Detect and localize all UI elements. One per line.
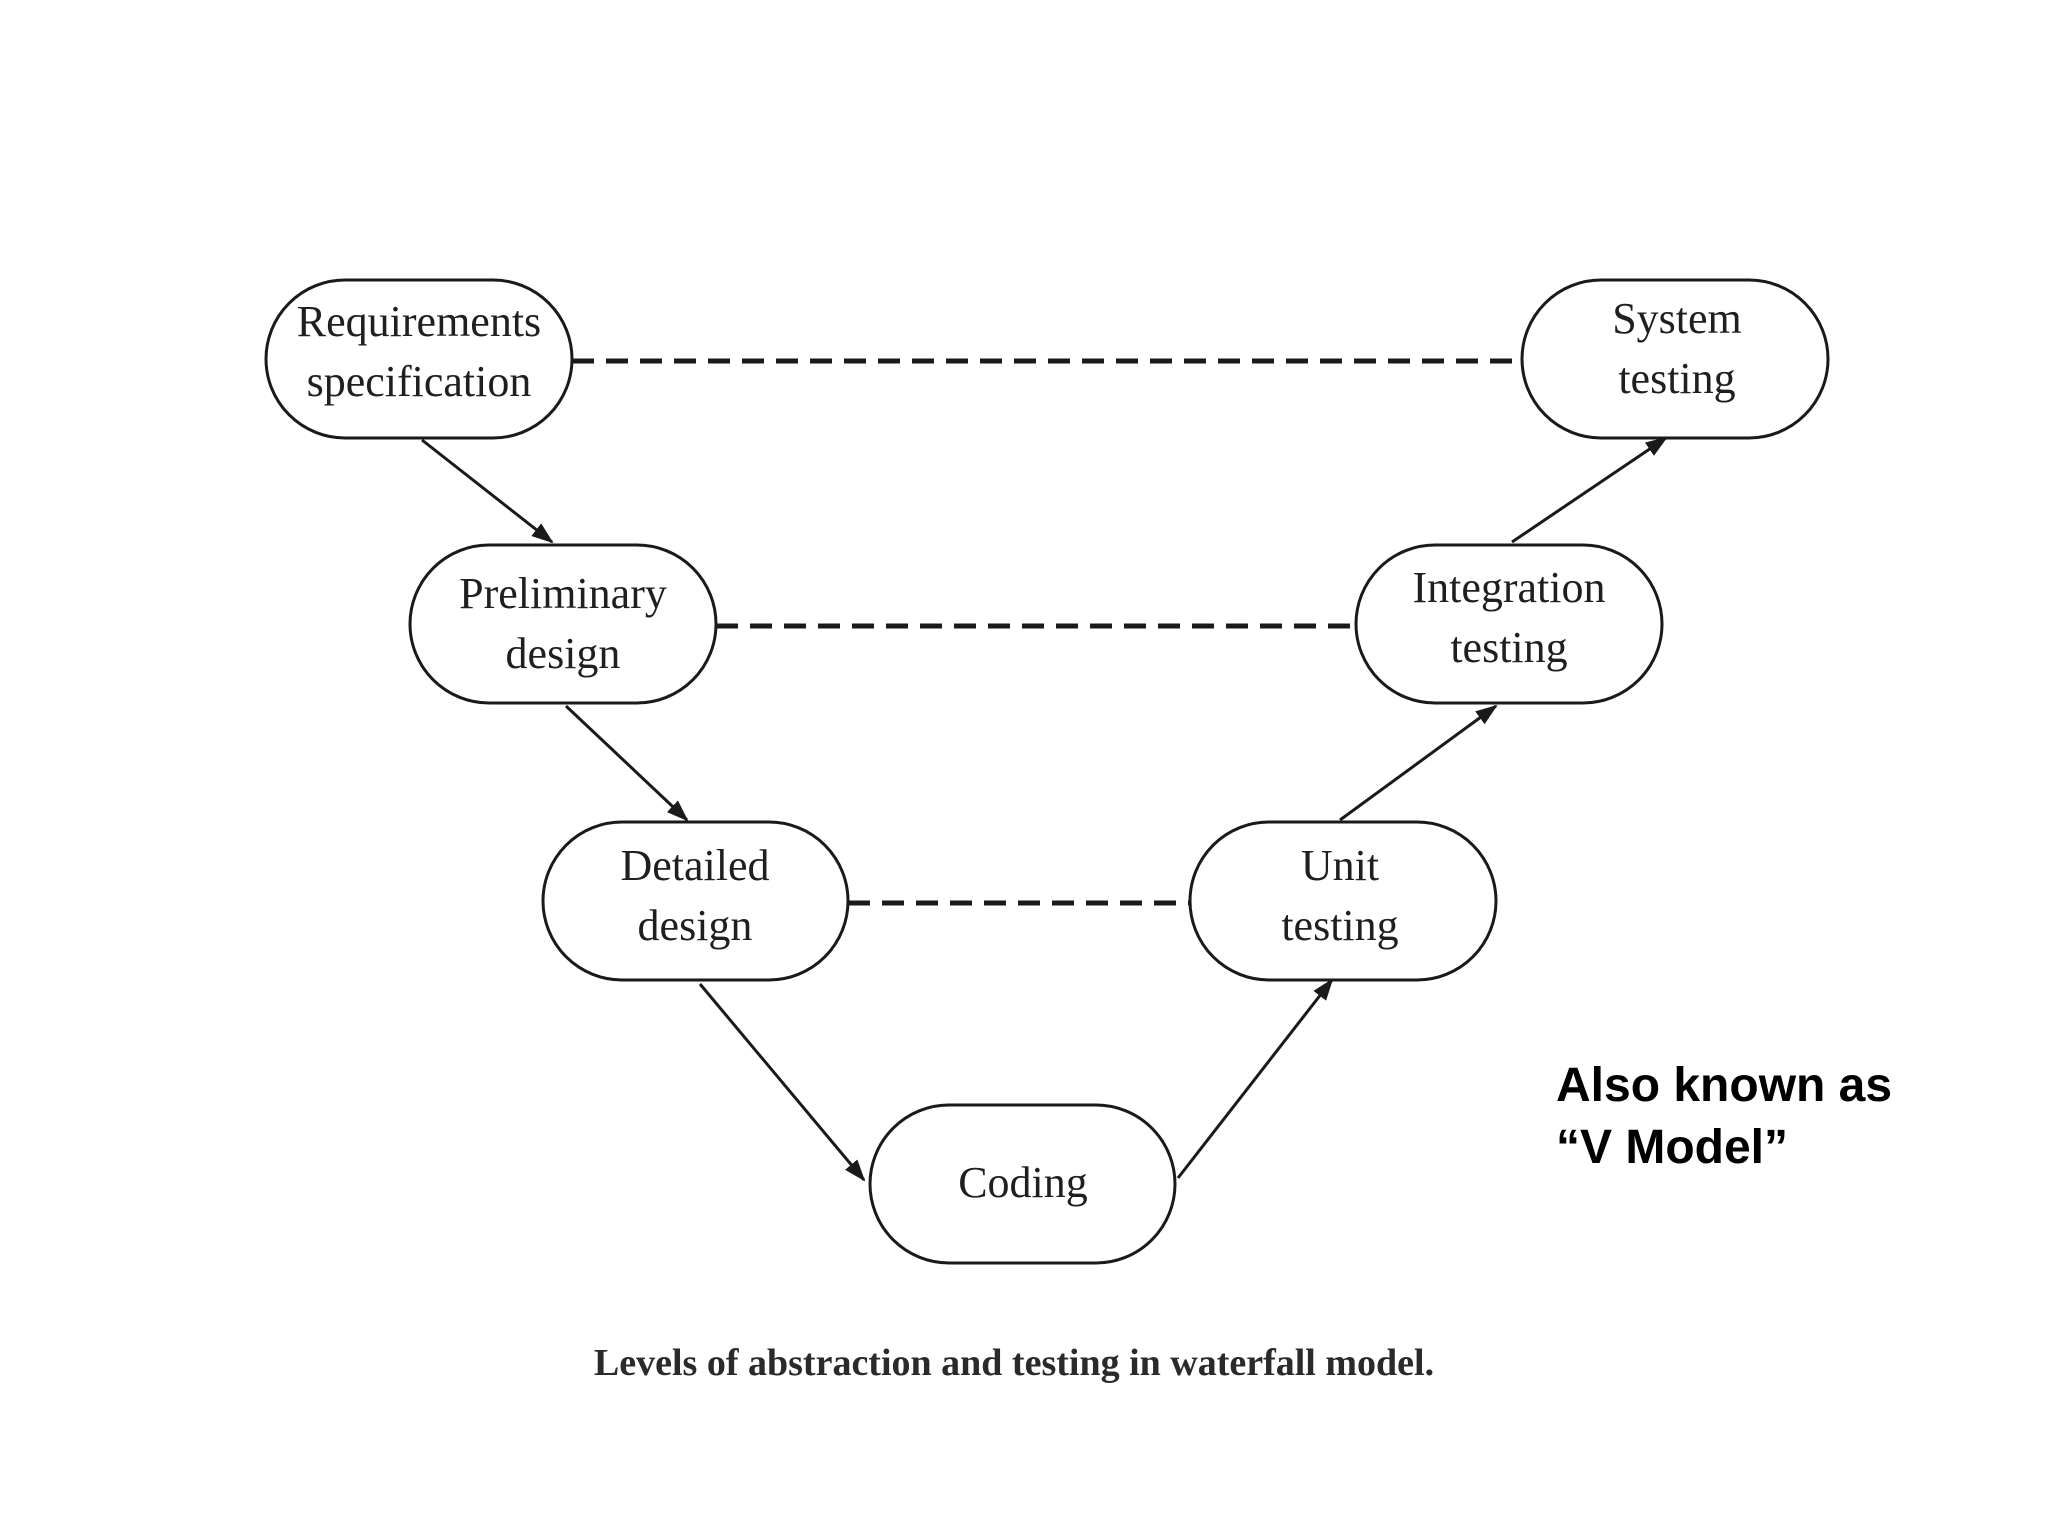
note-line-2: “V Model” [1556,1121,1788,1174]
arrow-integration-to-system [1511,436,1668,544]
node-label-line-1: Integration [1412,563,1605,612]
arrow-preliminary-to-detailed [564,704,689,822]
arrow-detailed-to-coding [698,983,866,1182]
node-integration-testing: Integration testing [1354,543,1664,705]
node-label: Coding [958,1158,1088,1207]
node-label-line-2: design [638,901,753,950]
node-label-line-1: Requirements [297,297,541,346]
node-label-line-2: testing [1281,901,1398,950]
node-detailed-design: Detailed design [541,820,850,982]
node-unit-testing: Unit testing [1188,820,1498,982]
node-label-line-2: testing [1618,354,1735,403]
node-system-testing: System testing [1520,278,1830,440]
arrow-unit-to-integration [1339,704,1498,822]
node-requirements-specification: Requirements specification [264,278,574,440]
note-line-1: Also known as [1556,1059,1892,1112]
arrow-coding-to-unit [1176,978,1334,1179]
figure-caption: Levels of abstraction and testing in wat… [594,1342,1434,1384]
node-label-line-1: Detailed [620,841,769,890]
node-label-line-2: testing [1450,623,1567,672]
node-label-line-1: Unit [1301,841,1379,890]
node-label-line-1: System [1612,294,1742,343]
node-label-line-2: design [506,629,621,678]
node-label-line-1: Preliminary [459,569,667,618]
node-preliminary-design: Preliminary design [408,543,718,705]
node-label-line-2: specification [307,357,532,406]
arrow-requirements-to-preliminary [421,438,554,544]
node-coding: Coding [868,1103,1177,1265]
